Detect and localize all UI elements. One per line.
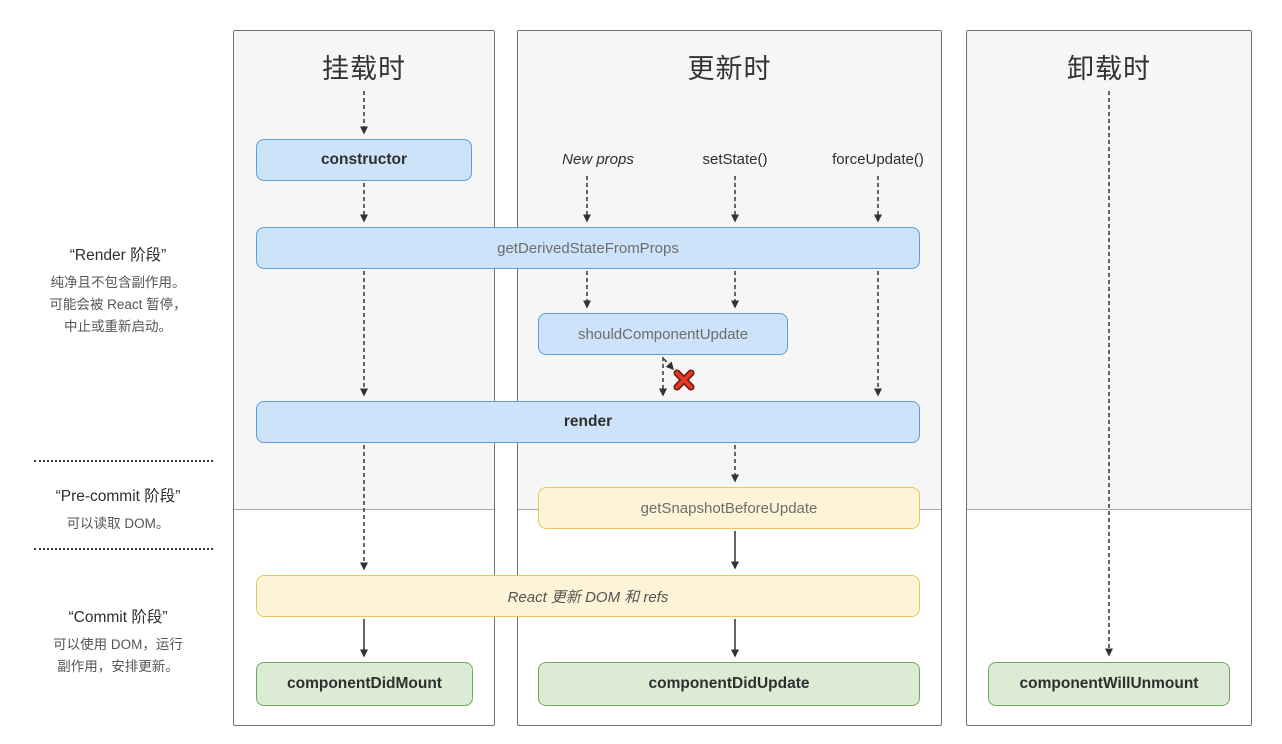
phase-render: “Render 阶段” 纯净且不包含副作用。 可能会被 React 暂停， 中止… [14, 243, 222, 338]
box-should-component-update[interactable]: shouldComponentUpdate [538, 313, 788, 355]
phase-render-title: “Render 阶段” [69, 247, 167, 264]
phase-separator [34, 548, 213, 550]
box-get-derived-state-from-props[interactable]: getDerivedStateFromProps [256, 227, 920, 269]
box-render[interactable]: render [256, 401, 920, 443]
phase-commit: “Commit 阶段” 可以使用 DOM，运行 副作用，安排更新。 [14, 605, 222, 678]
phase-pre-commit-desc-line: 可以读取 DOM。 [66, 516, 170, 531]
panel-updating: 更新时 [517, 30, 942, 726]
box-react-updates-dom: React 更新 DOM 和 refs [256, 575, 920, 617]
phase-commit-title: “Commit 阶段” [68, 609, 168, 626]
render-phase-band [967, 31, 1251, 510]
box-component-did-update[interactable]: componentDidUpdate [538, 662, 920, 706]
column-title-updating: 更新时 [687, 54, 772, 84]
trigger-set-state: setState() [702, 151, 768, 168]
column-title-unmounting: 卸载时 [1067, 54, 1151, 84]
box-component-will-unmount[interactable]: componentWillUnmount [988, 662, 1230, 706]
phase-pre-commit-title: “Pre-commit 阶段” [55, 488, 181, 505]
phase-commit-desc-line: 副作用，安排更新。 [57, 659, 179, 674]
phase-render-desc-line: 中止或重新启动。 [64, 319, 172, 334]
trigger-new-props: New props [562, 151, 634, 168]
column-title-mounting: 挂载时 [322, 54, 406, 84]
box-constructor[interactable]: constructor [256, 139, 472, 181]
panel-mounting: 挂载时 [233, 30, 495, 726]
phase-commit-desc-line: 可以使用 DOM，运行 [53, 637, 183, 652]
phase-separator [34, 460, 213, 462]
phase-pre-commit: “Pre-commit 阶段” 可以读取 DOM。 [14, 484, 222, 535]
phase-render-desc-line: 可能会被 React 暂停， [49, 297, 187, 312]
panel-unmounting: 卸载时 [966, 30, 1252, 726]
trigger-force-update: forceUpdate() [832, 151, 924, 168]
box-get-snapshot-before-update[interactable]: getSnapshotBeforeUpdate [538, 487, 920, 529]
box-component-did-mount[interactable]: componentDidMount [256, 662, 473, 706]
phase-render-desc-line: 纯净且不包含副作用。 [50, 275, 186, 290]
